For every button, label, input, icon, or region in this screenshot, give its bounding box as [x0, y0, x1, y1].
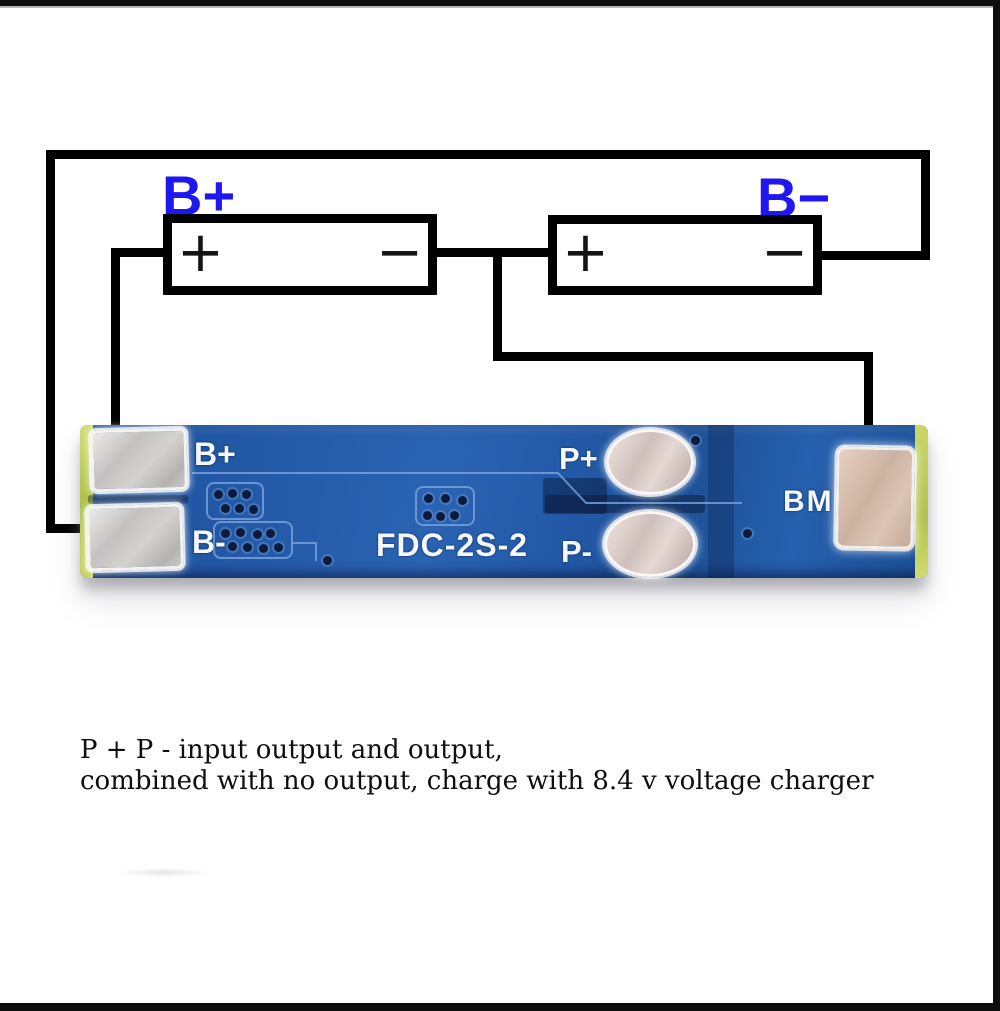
b-plus-pad [90, 427, 188, 493]
via-dot [449, 510, 459, 520]
wire-to-bminus-pad [46, 524, 104, 533]
bm-pad [835, 446, 915, 550]
trace-gap-patch [543, 478, 607, 514]
caption-line-2: combined with no output, charge with 8.4… [80, 766, 874, 796]
caption-line-1: P + P - input output and output, [80, 735, 503, 765]
p-minus-pad [604, 511, 696, 577]
image-border-bottom [0, 1003, 1000, 1011]
via-dot [690, 435, 700, 445]
via-dot [273, 542, 283, 552]
wire-outer-right [921, 150, 930, 260]
via-dot [423, 493, 433, 503]
image-border-top [0, 0, 1000, 8]
b-minus-pad [86, 503, 184, 572]
battery1-minus-sign: − [376, 219, 423, 285]
battery-cell-1: + − [163, 214, 437, 295]
wire-battery2-to-right [820, 251, 926, 260]
silk-b-minus: B- [192, 524, 226, 560]
wire-battery1-plus-horizontal [111, 248, 171, 257]
via-dot [234, 503, 244, 513]
wire-battery1-plus-vertical [111, 248, 120, 450]
silk-model: FDC-2S-2 [376, 527, 529, 563]
via-dot [227, 541, 237, 551]
via-dot [220, 528, 230, 538]
via-dot [241, 489, 251, 499]
caption-text: P + P - input output and output, combine… [80, 735, 940, 797]
via-dot [252, 529, 262, 539]
battery2-plus-sign: + [562, 220, 609, 285]
silk-p-plus: P+ [559, 441, 598, 476]
via-dot [213, 489, 223, 499]
battery1-plus-sign: + [177, 219, 224, 285]
via-dot [440, 493, 450, 503]
via-dot [220, 503, 230, 513]
board-shade-band [708, 425, 734, 578]
battery2-minus-sign: − [761, 220, 808, 285]
via-dot [422, 510, 432, 520]
battery-cell-2: + − [548, 215, 822, 295]
wire-outer-top [46, 150, 930, 159]
board-edge-right [915, 425, 928, 578]
via-dot [435, 511, 445, 521]
image-border-right [993, 0, 1000, 1011]
wire-midpoint-vertical [493, 250, 502, 360]
silk-bm: BM [783, 485, 834, 518]
via-dot [322, 555, 332, 565]
via-dot [742, 528, 752, 538]
via-dot [457, 495, 467, 505]
silk-b-plus: B+ [194, 436, 236, 472]
bms-pcb-board: B+ B- FDC-2S-2 P+ P- BM [80, 425, 928, 578]
photo-smudge [116, 868, 212, 877]
copper-trace-lines [192, 472, 742, 561]
via-dot [242, 542, 252, 552]
via-dot [248, 504, 258, 514]
via-dot [235, 527, 245, 537]
via-dot [227, 488, 237, 498]
pad-gap-patch [88, 495, 188, 504]
via-dot [258, 543, 268, 553]
silk-p-minus: P- [561, 534, 592, 569]
via-dot [265, 528, 275, 538]
wire-to-bm-pad [864, 352, 873, 464]
wire-outer-left [46, 150, 55, 533]
p-plus-pad [606, 429, 694, 495]
wire-midpoint-horizontal [493, 352, 873, 361]
